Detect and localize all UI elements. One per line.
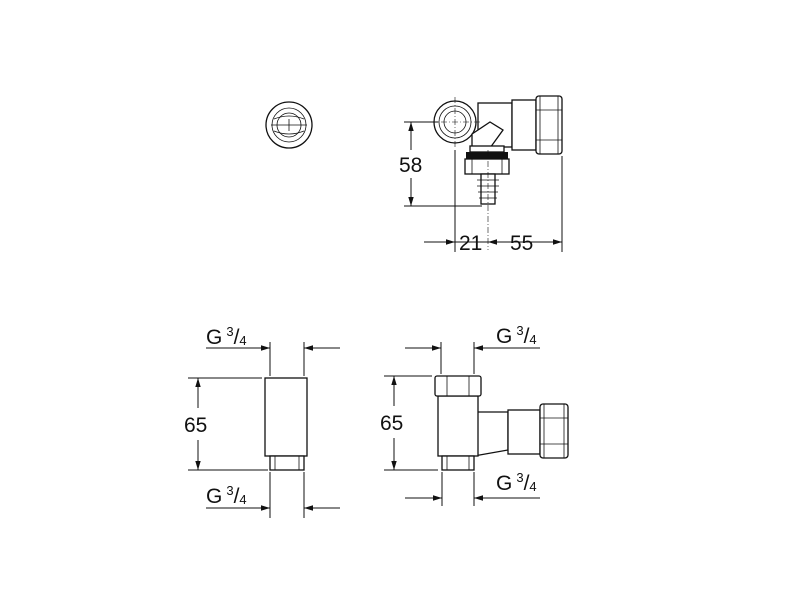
dim-label-58: 58 xyxy=(399,154,422,177)
valve-body-view xyxy=(384,342,569,506)
dim-label-21: 21 xyxy=(459,232,482,255)
dim-label-65-left: 65 xyxy=(184,414,207,437)
end-view xyxy=(265,101,313,149)
dim-58: 58 xyxy=(399,121,482,207)
dim-21-55: 21 55 xyxy=(424,150,563,255)
sleeve-view xyxy=(188,342,340,518)
dim-label-55: 55 xyxy=(510,232,533,255)
dim-label-65-right: 65 xyxy=(380,412,403,435)
top-valve-view xyxy=(430,95,563,250)
